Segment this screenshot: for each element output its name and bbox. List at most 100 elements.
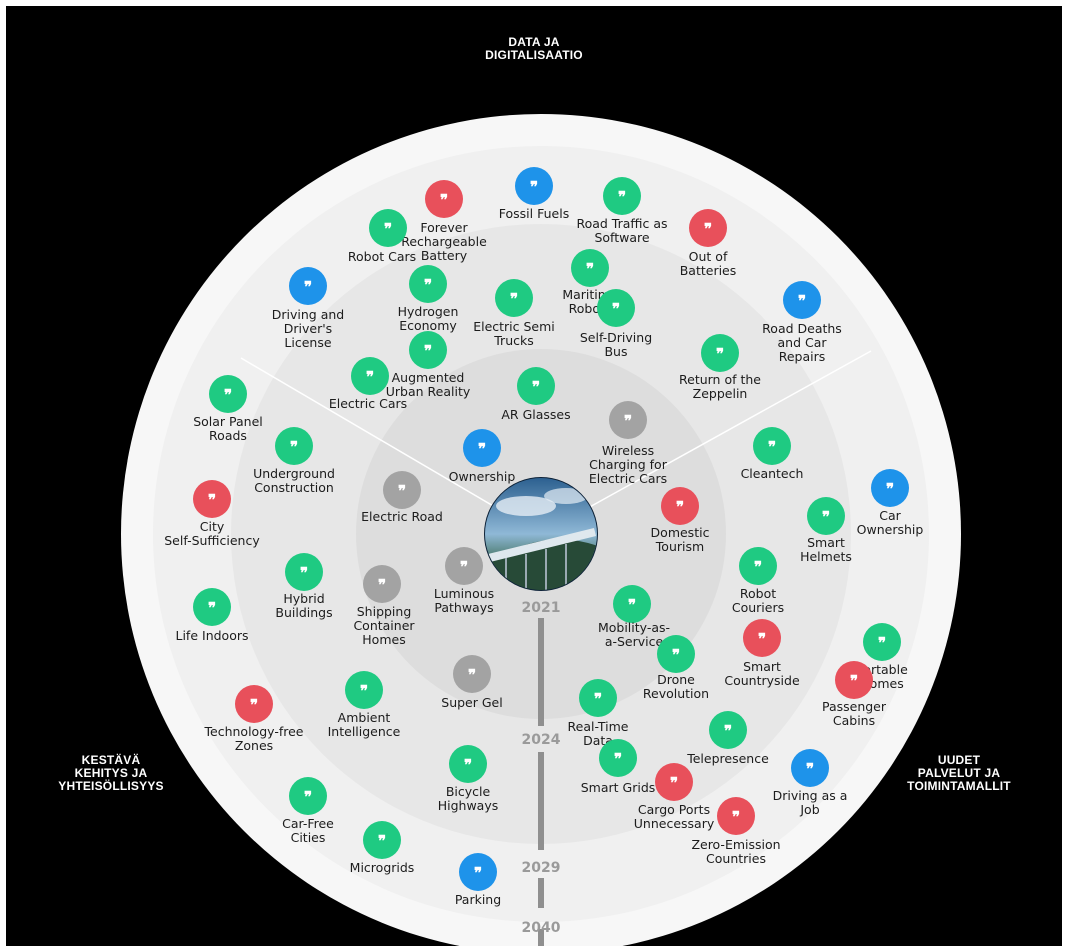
radar-item[interactable]: ❞Ownership xyxy=(449,429,516,484)
svg-text:❞: ❞ xyxy=(618,188,626,206)
radar-item[interactable]: ❞Smart Grids xyxy=(581,739,656,795)
item-marker xyxy=(209,375,247,413)
svg-text:❞: ❞ xyxy=(304,278,312,296)
quote-mark-icon: ❞ xyxy=(360,682,368,700)
item-marker xyxy=(863,623,901,661)
item-marker xyxy=(661,487,699,525)
svg-text:❞: ❞ xyxy=(474,864,482,882)
svg-text:❞: ❞ xyxy=(440,191,448,209)
item-marker xyxy=(345,671,383,709)
quote-mark-icon: ❞ xyxy=(532,378,540,396)
radar-item[interactable]: ❞Robot Cars xyxy=(348,209,416,264)
quote-mark-icon: ❞ xyxy=(378,832,386,850)
quote-mark-icon: ❞ xyxy=(670,774,678,792)
sector-title-left: KESTÄVÄ KEHITYS JA YHTEISÖLLISYYS xyxy=(58,753,164,793)
item-marker xyxy=(871,469,909,507)
radar-item[interactable]: ❞Cleantech xyxy=(741,427,804,481)
item-marker xyxy=(453,655,491,693)
quote-mark-icon: ❞ xyxy=(624,412,632,430)
svg-text:❞: ❞ xyxy=(614,750,622,768)
svg-text:❞: ❞ xyxy=(530,178,538,196)
radar-item[interactable]: ❞Mobility-as-a-Service xyxy=(598,585,670,649)
radar-item[interactable]: ❞Life Indoors xyxy=(176,588,249,643)
year-label: 2024 xyxy=(522,732,561,748)
quote-mark-icon: ❞ xyxy=(618,188,626,206)
radar-item[interactable]: ❞ Super Gel xyxy=(441,655,503,710)
radar-item[interactable]: ❞Fossil Fuels xyxy=(499,167,569,221)
item-label: Electric Road xyxy=(361,509,443,524)
quote-mark-icon: ❞ xyxy=(768,438,776,456)
item-marker xyxy=(409,265,447,303)
item-label: Mobility-as-a-Service xyxy=(598,620,670,649)
radar-item[interactable]: ❞Electric Cars xyxy=(329,357,407,411)
item-marker xyxy=(753,427,791,465)
svg-text:❞: ❞ xyxy=(398,482,406,500)
svg-text:❞: ❞ xyxy=(250,696,258,714)
radar-item[interactable]: ❞AR Glasses xyxy=(501,367,571,422)
year-label: 2040 xyxy=(522,920,561,936)
radar-item[interactable]: ❞Microgrids xyxy=(350,821,415,875)
quote-mark-icon: ❞ xyxy=(424,342,432,360)
svg-text:❞: ❞ xyxy=(850,672,858,690)
quote-mark-icon: ❞ xyxy=(806,760,814,778)
svg-text:❞: ❞ xyxy=(290,438,298,456)
radar-item[interactable]: ❞Telepresence xyxy=(686,711,769,766)
item-marker xyxy=(363,821,401,859)
sector-divider xyxy=(540,350,872,535)
svg-text:❞: ❞ xyxy=(672,646,680,664)
radar-item[interactable]: ❞ Electric Road xyxy=(361,471,443,524)
quote-mark-icon: ❞ xyxy=(878,634,886,652)
item-marker xyxy=(701,334,739,372)
radar-item[interactable]: ❞Parking xyxy=(455,853,501,907)
item-label: Super Gel xyxy=(441,695,502,710)
item-marker xyxy=(449,745,487,783)
year-label: 2029 xyxy=(522,860,561,876)
quote-mark-icon: ❞ xyxy=(468,666,476,684)
item-marker xyxy=(289,777,327,815)
quote-mark-icon: ❞ xyxy=(208,599,216,617)
quote-mark-icon: ❞ xyxy=(732,808,740,826)
svg-text:❞: ❞ xyxy=(424,342,432,360)
